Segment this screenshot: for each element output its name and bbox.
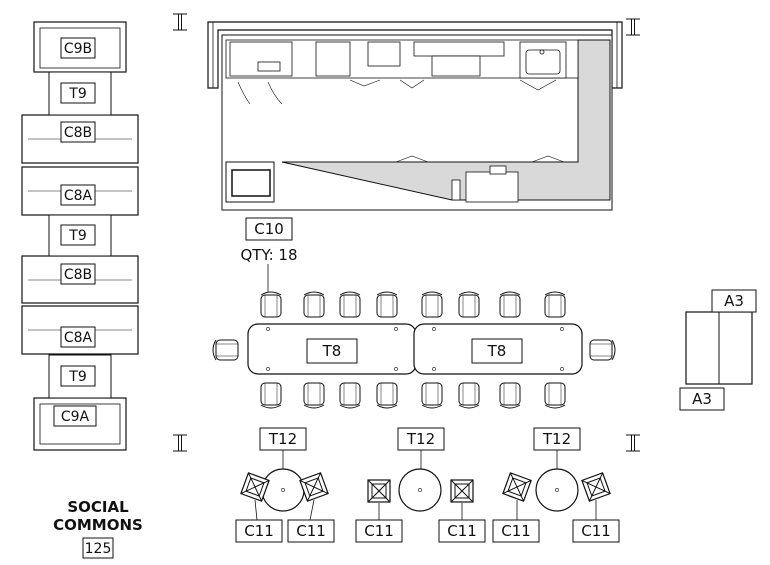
long-table [247,323,583,375]
svg-text:T12: T12 [268,430,297,448]
svg-text:T8: T8 [322,342,342,360]
svg-text:T12: T12 [406,430,435,448]
leader-lines [254,499,597,521]
svg-text:C8A: C8A [64,188,93,204]
chair [499,291,521,318]
room-number: 125 [85,541,112,557]
stool [299,472,329,502]
booth-run [21,21,139,451]
chair [376,382,398,409]
tag-c8b: C8B [60,121,96,143]
tag-t12: T12 [259,427,307,451]
chair [544,382,566,409]
svg-text:C11: C11 [581,522,611,540]
chair [544,291,566,318]
chair [421,382,443,409]
tag-c8a: C8A [60,326,96,348]
svg-text:A3: A3 [724,292,744,310]
room-name-line2: COMMONS [53,516,143,534]
svg-text:T9: T9 [68,369,86,385]
svg-text:C8A: C8A [64,330,93,346]
tag-c9b: C9B [60,37,96,59]
svg-text:T12: T12 [542,430,571,448]
sofa-a3 [685,311,753,385]
tag-t12: T12 [397,427,445,451]
chair [260,382,282,409]
tag-c11: C11 [572,519,620,543]
tag-t9: T9 [60,224,96,246]
svg-text:C10: C10 [254,220,284,238]
svg-text:C11: C11 [296,522,326,540]
stool [367,479,391,503]
chair [339,291,361,318]
room-tag: SOCIAL COMMONS 125 [53,498,143,559]
column-marker [625,434,641,452]
column-marker [172,13,188,31]
svg-text:T9: T9 [68,86,86,102]
chair [303,291,325,318]
tag-t8: T8 [306,338,358,364]
column-marker [625,18,641,36]
room-name-line1: SOCIAL [67,498,129,516]
chair [499,382,521,409]
stool [450,479,474,503]
tag-t9: T9 [60,365,96,387]
chair [589,339,616,361]
quantity-label: QTY: 18 [240,246,297,264]
stool [502,472,532,502]
svg-text:C11: C11 [364,522,394,540]
svg-text:T9: T9 [68,228,86,244]
tag-t8: T8 [471,338,523,364]
chair [458,382,480,409]
tag-c8b: C8B [60,263,96,285]
tag-t12: T12 [533,427,581,451]
tag-c8a: C8A [60,184,96,206]
tag-a3: A3 [679,387,725,411]
svg-text:T8: T8 [487,342,507,360]
svg-text:C9A: C9A [61,409,90,425]
column-marker [172,434,188,452]
svg-text:C11: C11 [501,522,531,540]
tag-c11: C11 [492,519,540,543]
svg-text:C11: C11 [447,522,477,540]
svg-text:A3: A3 [692,390,712,408]
chair [376,291,398,318]
tag-c9a: C9A [53,405,97,427]
svg-text:C11: C11 [244,522,274,540]
chair [303,382,325,409]
tag-c11: C11 [438,519,486,543]
tag-a3: A3 [711,289,757,313]
stool [581,472,611,502]
chair [260,291,282,318]
chair [339,382,361,409]
tag-c11: C11 [287,519,335,543]
svg-text:C8B: C8B [64,267,92,283]
tag-c10: C10 [245,217,293,241]
tag-t9: T9 [60,82,96,104]
chair [421,291,443,318]
svg-text:C8B: C8B [64,125,92,141]
chair [458,291,480,318]
tag-c11: C11 [355,519,403,543]
svg-text:C9B: C9B [64,41,92,57]
tag-c11: C11 [235,519,283,543]
chair [212,339,239,361]
servery-counter [207,21,623,211]
